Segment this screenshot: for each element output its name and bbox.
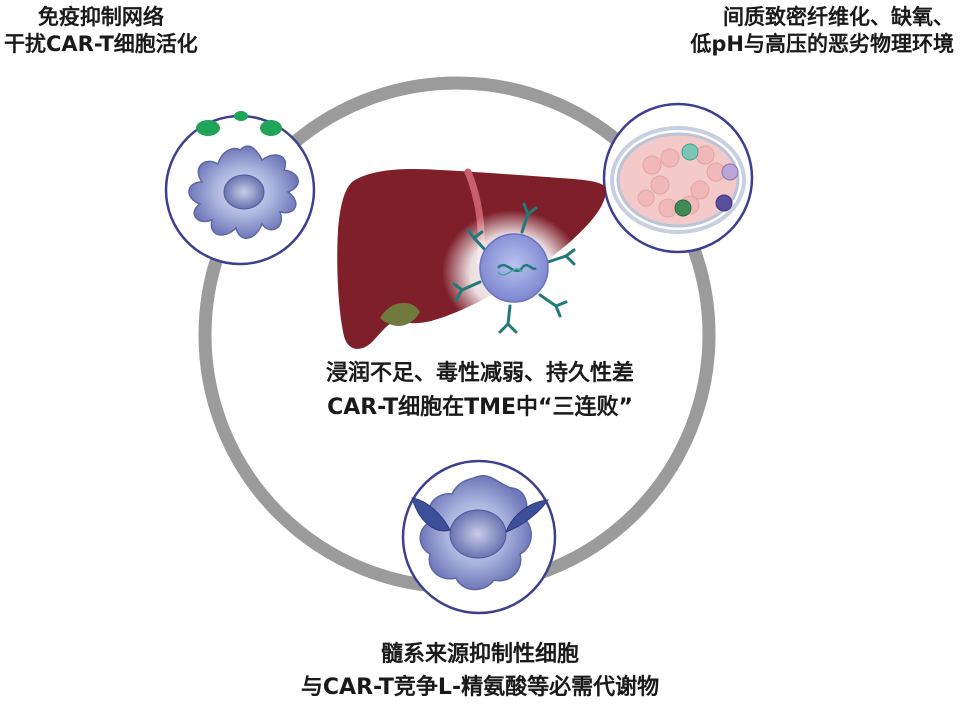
stroma-cell <box>681 143 699 161</box>
cell-nucleus <box>223 174 265 210</box>
stroma-cell <box>721 163 739 181</box>
stroma-cell <box>674 199 692 217</box>
label-line: 免疫抑制网络 <box>37 5 164 29</box>
cytokine-dot <box>260 120 282 136</box>
label-line: 间质致密纤维化、缺氧、 <box>723 5 954 29</box>
mdsc-nucleus <box>449 509 507 559</box>
label-line: 与CAR-T竞争L-精氨酸等必需代谢物 <box>300 675 660 700</box>
label-line: CAR-T细胞在TME中“三连败” <box>327 395 633 421</box>
gallbladder <box>380 302 420 326</box>
stroma-cell <box>715 194 733 212</box>
dense-stroma-circle <box>602 102 754 254</box>
label-car-t-failure: 浸润不足、毒性减弱、持久性差 CAR-T细胞在TME中“三连败” <box>280 357 680 425</box>
arginine-blade-right <box>505 499 550 533</box>
label-line: 干扰CAR-T细胞活化 <box>4 32 198 57</box>
label-immune-suppression: 免疫抑制网络 干扰CAR-T细胞活化 <box>4 4 198 59</box>
label-line: 浸润不足、毒性减弱、持久性差 <box>325 361 634 386</box>
dna-strand-icon <box>497 268 523 276</box>
arginine-blade-left <box>411 497 451 532</box>
mdsc-circle <box>401 459 557 615</box>
label-mdsc-competition: 髓系来源抑制性细胞 与CAR-T竞争L-精氨酸等必需代谢物 <box>210 638 750 704</box>
dendritic-cell-circle <box>164 111 316 266</box>
cytokine-dot <box>234 111 248 121</box>
liver-illustration <box>337 168 606 349</box>
label-line: 髓系来源抑制性细胞 <box>380 642 579 667</box>
car-t-cell <box>452 202 576 334</box>
label-line: 低pH与高压的恶劣物理环境 <box>690 32 954 57</box>
cytokine-dot <box>196 120 220 136</box>
car-gene-icon <box>497 263 537 273</box>
t-cell-body <box>479 233 549 303</box>
label-physical-barrier: 间质致密纤维化、缺氧、 低pH与高压的恶劣物理环境 <box>690 4 954 59</box>
